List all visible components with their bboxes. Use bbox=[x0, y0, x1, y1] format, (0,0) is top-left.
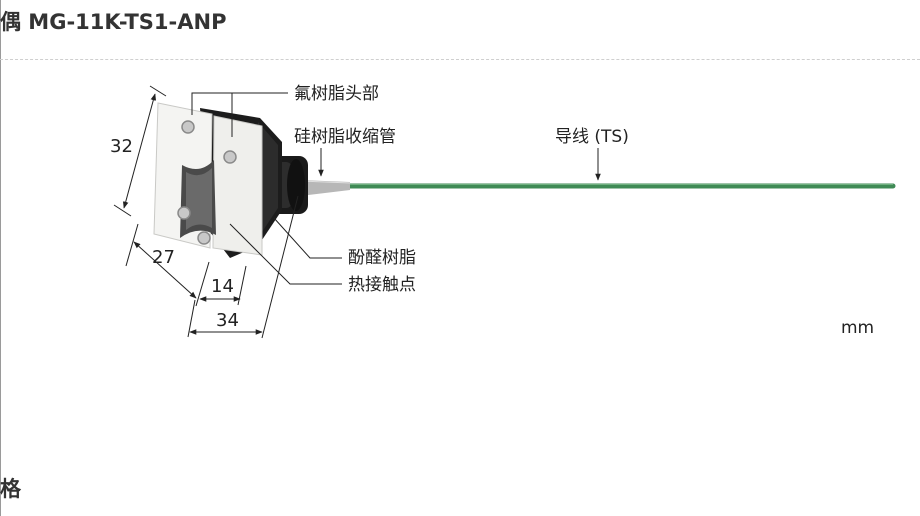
unit-label: mm bbox=[841, 318, 875, 338]
title-divider bbox=[0, 59, 920, 60]
page-title: 偶 MG-11K-TS1-ANP bbox=[0, 10, 227, 34]
fluororesin-head bbox=[153, 102, 263, 256]
label-lead-wire: 导线 (TS) bbox=[555, 127, 629, 147]
label-thermal-contact: 热接触点 bbox=[348, 275, 416, 295]
dimension-contact-width bbox=[195, 261, 247, 307]
dimension-total-width-label: 34 bbox=[216, 310, 239, 331]
lead-wire bbox=[342, 183, 896, 189]
label-phenolic-resin: 酚醛树脂 bbox=[348, 248, 416, 268]
dimension-depth-label: 27 bbox=[152, 247, 175, 268]
dimension-height bbox=[113, 85, 167, 217]
section-heading: 格 bbox=[0, 477, 21, 501]
left-border bbox=[0, 0, 1, 516]
label-fluororesin-head: 氟树脂头部 bbox=[294, 84, 379, 104]
screws bbox=[177, 120, 237, 245]
shrink-tube bbox=[299, 180, 351, 196]
dimension-total-width bbox=[187, 195, 299, 339]
dimension-height-label: 32 bbox=[110, 136, 133, 157]
dimension-contact-width-label: 14 bbox=[211, 276, 234, 297]
leader-lines bbox=[191, 92, 601, 285]
label-silicone-tube: 硅树脂收缩管 bbox=[294, 127, 396, 147]
dimension-depth bbox=[125, 223, 197, 299]
